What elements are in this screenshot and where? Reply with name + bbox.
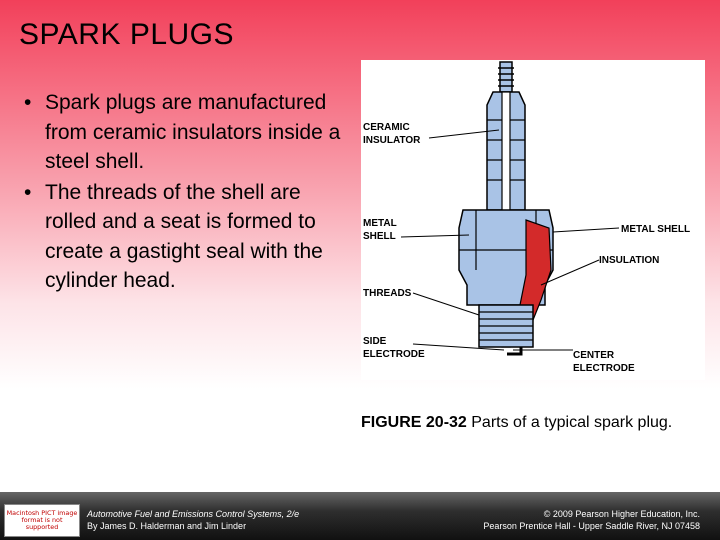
pict-placeholder: Macintosh PICT image format is not suppo… (4, 504, 80, 537)
bullet-text: Spark plugs are manufactured from cerami… (45, 91, 341, 173)
leader-lines (400, 129, 620, 351)
caption-figure-number: FIGURE 20-32 (361, 414, 467, 431)
label-metal-shell: METAL SHELL (621, 224, 690, 235)
slide-title: SPARK PLUGS (19, 18, 235, 51)
spark-plug-illustration: CERAMIC INSULATOR METAL SHELL THREADS SI… (363, 61, 690, 374)
label-center-electrode: ELECTRODE (573, 363, 635, 374)
footer-copyright-line: © 2009 Pearson Higher Education, Inc. (543, 509, 700, 519)
footer-publisher-line: Pearson Prentice Hall - Upper Saddle Riv… (483, 521, 700, 531)
footer-bar: Macintosh PICT image format is not suppo… (0, 492, 720, 540)
figure-caption: FIGURE 20-32 Parts of a typical spark pl… (361, 414, 672, 432)
spark-plug-figure: CERAMIC INSULATOR METAL SHELL THREADS SI… (361, 60, 705, 380)
bullet-text: The threads of the shell are rolled and … (45, 180, 323, 293)
bullet-item: • The threads of the shell are rolled an… (24, 178, 354, 296)
label-center: CENTER (573, 350, 615, 361)
terminal-nut (499, 61, 513, 93)
footer-book-info: Automotive Fuel and Emissions Control Sy… (87, 508, 299, 532)
footer-authors: By James D. Halderman and Jim Linder (87, 521, 247, 531)
bullet-item: • Spark plugs are manufactured from cera… (24, 88, 354, 177)
thread-lines (479, 311, 533, 341)
label-shell: SHELL (363, 231, 396, 242)
label-metal: METAL (363, 218, 397, 229)
caption-text: Parts of a typical spark plug. (466, 414, 673, 431)
terminal-ribs (498, 67, 514, 87)
label-side-electrode: ELECTRODE (363, 349, 425, 360)
label-ceramic: CERAMIC (363, 122, 410, 133)
label-threads: THREADS (363, 288, 412, 299)
bullet-glyph: • (24, 91, 32, 114)
side-electrode (507, 347, 523, 356)
label-insulator: INSULATOR (363, 135, 421, 146)
footer-copyright: © 2009 Pearson Higher Education, Inc. Pe… (483, 508, 700, 532)
pict-placeholder-text: Macintosh PICT image format is not suppo… (6, 508, 78, 532)
label-side: SIDE (363, 336, 387, 347)
label-insulation: INSULATION (599, 255, 659, 266)
bullet-glyph: • (24, 180, 32, 204)
bullet-list: • Spark plugs are manufactured from cera… (24, 88, 354, 297)
footer-book-title: Automotive Fuel and Emissions Control Sy… (87, 509, 300, 519)
